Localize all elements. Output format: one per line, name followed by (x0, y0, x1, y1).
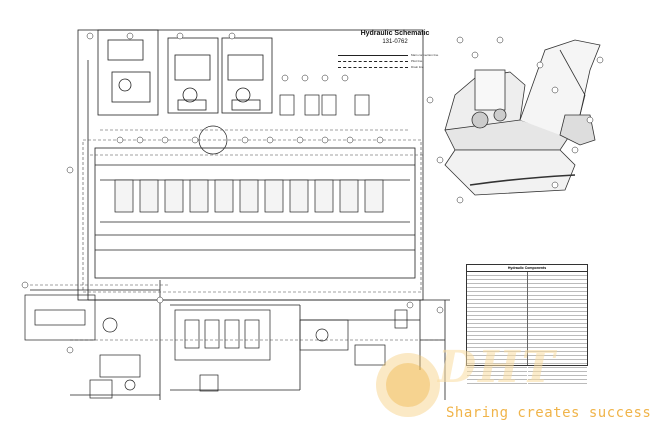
watermark-tagline: Sharing creates success (446, 405, 652, 421)
components-table-cell (467, 296, 527, 300)
excavator-callouts (426, 36, 604, 204)
components-table-cell (527, 272, 587, 276)
pump-group-left (97, 29, 159, 116)
legend-row-drain: Drain line (338, 64, 448, 70)
components-table-cell (527, 276, 587, 280)
components-table-cell (527, 356, 587, 360)
components-table-cell (467, 344, 527, 348)
schematic-title-block: Hydraulic Schematic 131-0762 (340, 30, 450, 45)
main-hydraulic-lines (30, 29, 450, 400)
legend-swatch-main (338, 54, 408, 56)
excavator-illustration (444, 39, 601, 196)
components-table-cell (527, 360, 587, 364)
components-table-cell (467, 352, 527, 356)
components-table-cell (467, 372, 527, 376)
components-table: Hydraulic Components (466, 264, 588, 384)
components-table-cell (527, 284, 587, 288)
components-table-cell (527, 288, 587, 292)
components-table-cell (527, 328, 587, 332)
components-table-cell (527, 280, 587, 284)
components-table-cell (467, 360, 527, 364)
components-table-cell (467, 316, 527, 320)
components-table-cell (527, 312, 587, 316)
pump-group-center (167, 37, 219, 114)
components-table-cell (527, 308, 587, 312)
components-table-cell (527, 316, 587, 320)
components-table-cell (467, 376, 527, 380)
swing-motor-group (24, 294, 141, 378)
components-table-heading: Hydraulic Components (467, 265, 587, 272)
components-table-cell (467, 332, 527, 336)
components-table-cell (467, 356, 527, 360)
legend-label-drain: Drain line (411, 65, 424, 69)
schematic-part-number: 131-0762 (382, 39, 408, 45)
legend-row-main: Main connection line (338, 52, 448, 58)
dht-logo-text: DHT (438, 342, 557, 393)
components-table-cell (527, 300, 587, 304)
components-table-cell (467, 324, 527, 328)
components-table-cell (467, 272, 527, 276)
components-table-cell (527, 324, 587, 328)
components-table-grid (467, 272, 587, 384)
components-table-cell (467, 304, 527, 308)
components-table-cell (527, 332, 587, 336)
components-table-cell (527, 380, 587, 384)
components-table-cell (467, 312, 527, 316)
components-table-cell (527, 296, 587, 300)
components-table-cell (467, 276, 527, 280)
legend-label-main: Main connection line (411, 53, 439, 57)
components-table-cell (467, 328, 527, 332)
components-table-cell (467, 348, 527, 352)
components-table-cell (527, 372, 587, 376)
legend-swatch-drain (338, 66, 408, 68)
components-table-cell (467, 364, 527, 368)
legend-row-pilot: Pilot line (338, 58, 448, 64)
components-table-cell (527, 376, 587, 380)
components-table-cell (527, 320, 587, 324)
components-table-cell (467, 308, 527, 312)
components-table-cell (527, 336, 587, 340)
pilot-valves-top (198, 94, 370, 155)
pilot-pump-group (89, 374, 219, 399)
line-legend: Main connection line Pilot line Drain li… (338, 52, 448, 70)
components-table-cell (467, 368, 527, 372)
main-control-valve-bank (114, 179, 384, 213)
components-table-cell (527, 364, 587, 368)
components-table-cell (527, 340, 587, 344)
pilot-lines (25, 129, 445, 341)
callout-bubbles (21, 32, 444, 354)
components-table-cell (527, 304, 587, 308)
components-table-cell (467, 380, 527, 384)
components-table-cell (467, 284, 527, 288)
legend-swatch-pilot (338, 60, 408, 62)
components-table-cell (467, 292, 527, 296)
components-table-cell (527, 344, 587, 348)
components-table-cell (527, 348, 587, 352)
pump-group-right (221, 37, 273, 114)
components-table-cell (467, 288, 527, 292)
components-table-cell (467, 300, 527, 304)
components-table-cell (467, 280, 527, 284)
travel-control-valve (174, 309, 271, 361)
components-table-cell (467, 340, 527, 344)
components-table-cell (527, 368, 587, 372)
travel-motor-group (299, 309, 408, 366)
components-table-cell (527, 292, 587, 296)
components-table-column-left (467, 272, 528, 384)
components-table-cell (467, 336, 527, 340)
components-table-cell (527, 352, 587, 356)
dht-emblem (376, 353, 440, 417)
legend-label-pilot: Pilot line (411, 59, 423, 63)
components-table-column-right (527, 272, 587, 384)
schematic-title: Hydraulic Schematic (360, 30, 430, 37)
components-table-cell (467, 320, 527, 324)
